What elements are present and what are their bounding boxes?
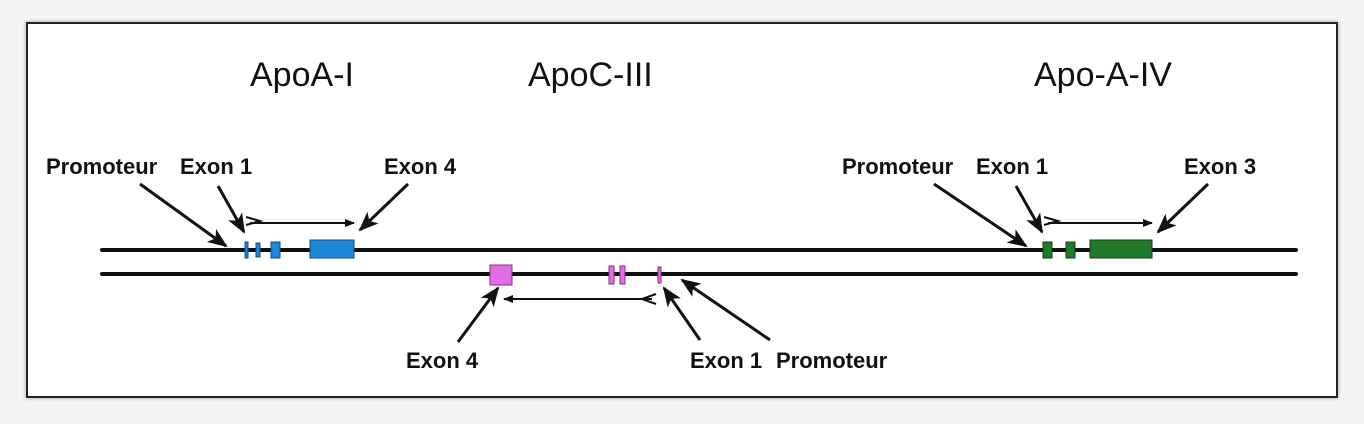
gene-apoc3: Exon 4 Exon 1 Promoteur [406, 264, 888, 373]
diagram-frame: ApoA-I ApoC-III Apo-A-IV Promoteur Exon … [26, 22, 1338, 398]
apoa4-exon-1 [1042, 241, 1053, 259]
apoa4-promoter-pointer [933, 182, 1028, 248]
gene-apoa4: Promoteur Exon 1 Exon 3 [842, 154, 1256, 259]
apoa4-exon-2 [1065, 241, 1076, 259]
apoa4-exon3-pointer [1156, 182, 1210, 234]
apoa1-exon4-label: Exon 4 [384, 154, 457, 179]
apoc3-exon1-label: Exon 1 [690, 348, 762, 373]
apoa1-exon-4 [309, 239, 355, 259]
gene-cluster-diagram: ApoA-I ApoC-III Apo-A-IV Promoteur Exon … [46, 56, 1298, 373]
apoc3-exon-1 [657, 266, 662, 284]
gene-apoa1: Promoteur Exon 1 Exon 4 [46, 154, 457, 259]
apoa4-exon1-label: Exon 1 [976, 154, 1048, 179]
apoa1-exon-2 [255, 242, 261, 258]
apoc3-exon4-label: Exon 4 [406, 348, 479, 373]
apoa4-exon1-pointer [1014, 185, 1044, 234]
apoc3-promoter-label: Promoteur [776, 348, 888, 373]
apoc3-exon4-pointer [456, 286, 500, 343]
apoa4-exon3-label: Exon 3 [1184, 154, 1256, 179]
gene-title-apoa4: Apo-A-IV [1034, 56, 1172, 94]
gene-title-apoa1: ApoA-I [250, 56, 354, 94]
apoa1-exon1-label: Exon 1 [180, 154, 252, 179]
apoc3-exon-3 [608, 265, 615, 285]
apoa4-exon-3 [1089, 239, 1153, 259]
apoa1-exon4-pointer [358, 182, 410, 232]
apoc3-exon-4 [489, 264, 513, 286]
apoa1-exon1-pointer [216, 185, 246, 234]
apoc3-exon1-pointer [662, 286, 702, 341]
apoa1-exon-3 [270, 241, 281, 259]
apoa1-exon-1 [244, 241, 249, 259]
gene-title-apoc3: ApoC-III [528, 56, 653, 94]
apoc3-exon-2 [619, 265, 626, 285]
apoa1-promoter-pointer [139, 182, 228, 248]
apoa1-promoter-label: Promoteur [46, 154, 158, 179]
apoa4-promoter-label: Promoteur [842, 154, 954, 179]
apoc3-promoter-pointer [680, 278, 771, 342]
